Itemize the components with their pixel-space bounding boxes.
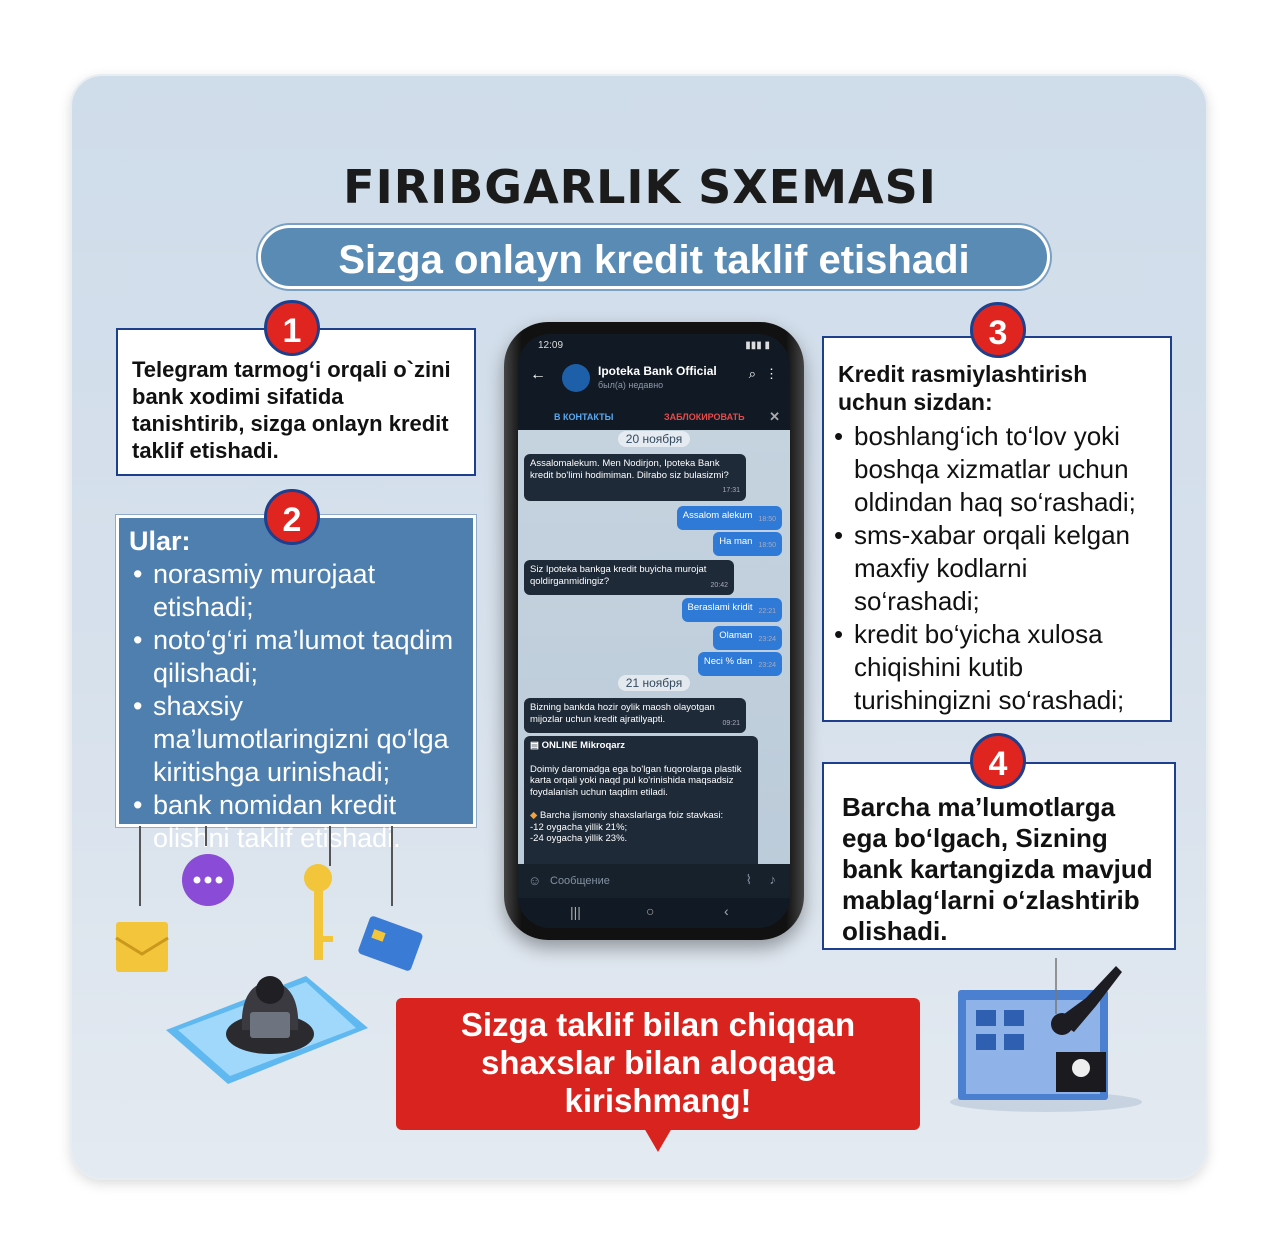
step2-heading: Ular: — [129, 526, 191, 556]
phishing-hooks-illustration — [115, 826, 423, 972]
diamond-icon: ◆ — [530, 810, 540, 821]
list-item: shaxsiy ma’lumotlaringizni qo‘lga kiriti… — [129, 690, 463, 789]
step3-heading: Kredit rasmiylashtirish uchun sizdan: — [838, 361, 1088, 415]
chat-action-bar: В КОНТАКТЫ ЗАБЛОКИРОВАТЬ ✕ — [518, 404, 790, 430]
step3-box: Kredit rasmiylashtirish uchun sizdan: bo… — [822, 336, 1172, 722]
phone-screen: 12:09 ▮▮▮ ▮ ← Ipoteka Bank Official был(… — [518, 334, 790, 928]
chat-area: 20 ноября Assalomalekum. Men Nodirjon, I… — [518, 430, 790, 886]
search-icon[interactable]: ⌕ — [748, 366, 756, 381]
hacker-illustration — [166, 976, 368, 1084]
step3-list: boshlang‘ich to‘lov yoki boshqa xizmatla… — [830, 420, 1158, 717]
message-input-bar: ☺ Сообщение ⌇ ♪ — [518, 864, 790, 898]
list-item: sms-xabar orqali kelgan maxfiy kodlarni … — [830, 519, 1158, 618]
block-button[interactable]: ЗАБЛОКИРОВАТЬ — [664, 412, 745, 422]
warning-banner: Sizga taklif bilan chiqqan shaxslar bila… — [396, 998, 920, 1152]
signal-icon: ▮▮▮ ▮ — [745, 340, 770, 351]
step4-number: 4 — [970, 733, 1026, 789]
envelope-icon — [115, 922, 169, 972]
thief-icon — [1051, 966, 1122, 1035]
contact-status: был(а) недавно — [598, 380, 664, 390]
message-in: Assalomalekum. Men Nodirjon, Ipoteka Ban… — [524, 454, 746, 501]
list-item: bank nomidan kredit olishni taklif etish… — [129, 789, 463, 855]
home-icon[interactable]: ○ — [646, 903, 655, 919]
key-icon — [304, 864, 333, 960]
bank-card-icon — [358, 916, 423, 971]
more-icon[interactable]: ⋮ — [765, 366, 778, 381]
phone-mockup: 12:09 ▮▮▮ ▮ ← Ipoteka Bank Official был(… — [504, 322, 804, 940]
step1-box: Telegram tarmog‘i orqali o`zini bank xod… — [116, 328, 476, 476]
list-item: boshlang‘ich to‘lov yoki boshqa xizmatla… — [830, 420, 1158, 519]
list-item: kredit bo‘yicha xulosa chiqishini kutib … — [830, 618, 1158, 717]
step4-box: Barcha ma’lumotlarga ega bo‘lgach, Sizni… — [822, 762, 1176, 950]
step1-number: 1 — [264, 300, 320, 356]
sticker-icon[interactable]: ☺ — [528, 873, 542, 888]
list-item: norasmiy murojaat etishadi; — [129, 558, 463, 624]
message-in: Bizning bankda hozir oylik maosh olayotg… — [524, 698, 746, 733]
step2-number: 2 — [264, 489, 320, 545]
step1-text: Telegram tarmog‘i orqali o`zini bank xod… — [132, 357, 451, 463]
contact-name[interactable]: Ipoteka Bank Official — [598, 364, 717, 378]
add-contact-button[interactable]: В КОНТАКТЫ — [554, 412, 614, 422]
step2-list: norasmiy murojaat etishadi; noto‘g‘ri ma… — [129, 558, 463, 855]
mic-icon[interactable]: ♪ — [769, 872, 777, 887]
status-bar: 12:09 ▮▮▮ ▮ — [538, 340, 770, 351]
android-nav-bar: ||| ○ ‹ — [518, 898, 790, 928]
close-icon[interactable]: ✕ — [769, 409, 780, 424]
chat-header: ← Ipoteka Bank Official был(а) недавно ⌕… — [518, 358, 790, 398]
status-time: 12:09 — [538, 340, 564, 351]
recent-apps-icon[interactable]: ||| — [570, 904, 581, 920]
step4-text: Barcha ma’lumotlarga ega bo‘lgach, Sizni… — [842, 792, 1153, 946]
page-title: FIRIBGARLIK SXEMASI — [343, 160, 937, 214]
list-item: noto‘g‘ri ma’lumot taqdim qilishadi; — [129, 624, 463, 690]
avatar[interactable] — [562, 364, 590, 392]
message-input[interactable]: Сообщение — [550, 875, 610, 887]
date-separator: 21 ноября — [518, 675, 790, 691]
step2-box: Ular: norasmiy murojaat etishadi; noto‘g… — [116, 515, 476, 853]
back-icon[interactable]: ‹ — [724, 903, 729, 919]
offer-message: ▤ ONLINE Mikroqarz Doimiy daromadga ega … — [524, 736, 758, 886]
subtitle-banner: Sizga onlayn kredit taklif etishadi — [258, 225, 1050, 289]
back-arrow-icon[interactable]: ← — [530, 366, 546, 383]
date-separator: 20 ноября — [518, 431, 790, 447]
attach-icon[interactable]: ⌇ — [745, 872, 752, 887]
step3-number: 3 — [970, 302, 1026, 358]
chat-bubble-icon — [182, 854, 234, 906]
message-in: Siz Ipoteka bankga kredit buyicha muroja… — [524, 560, 734, 595]
skull-icon — [1056, 1052, 1106, 1092]
data-theft-illustration — [950, 958, 1142, 1112]
document-icon: ▤ — [530, 740, 542, 751]
hacker-icon — [226, 976, 314, 1054]
